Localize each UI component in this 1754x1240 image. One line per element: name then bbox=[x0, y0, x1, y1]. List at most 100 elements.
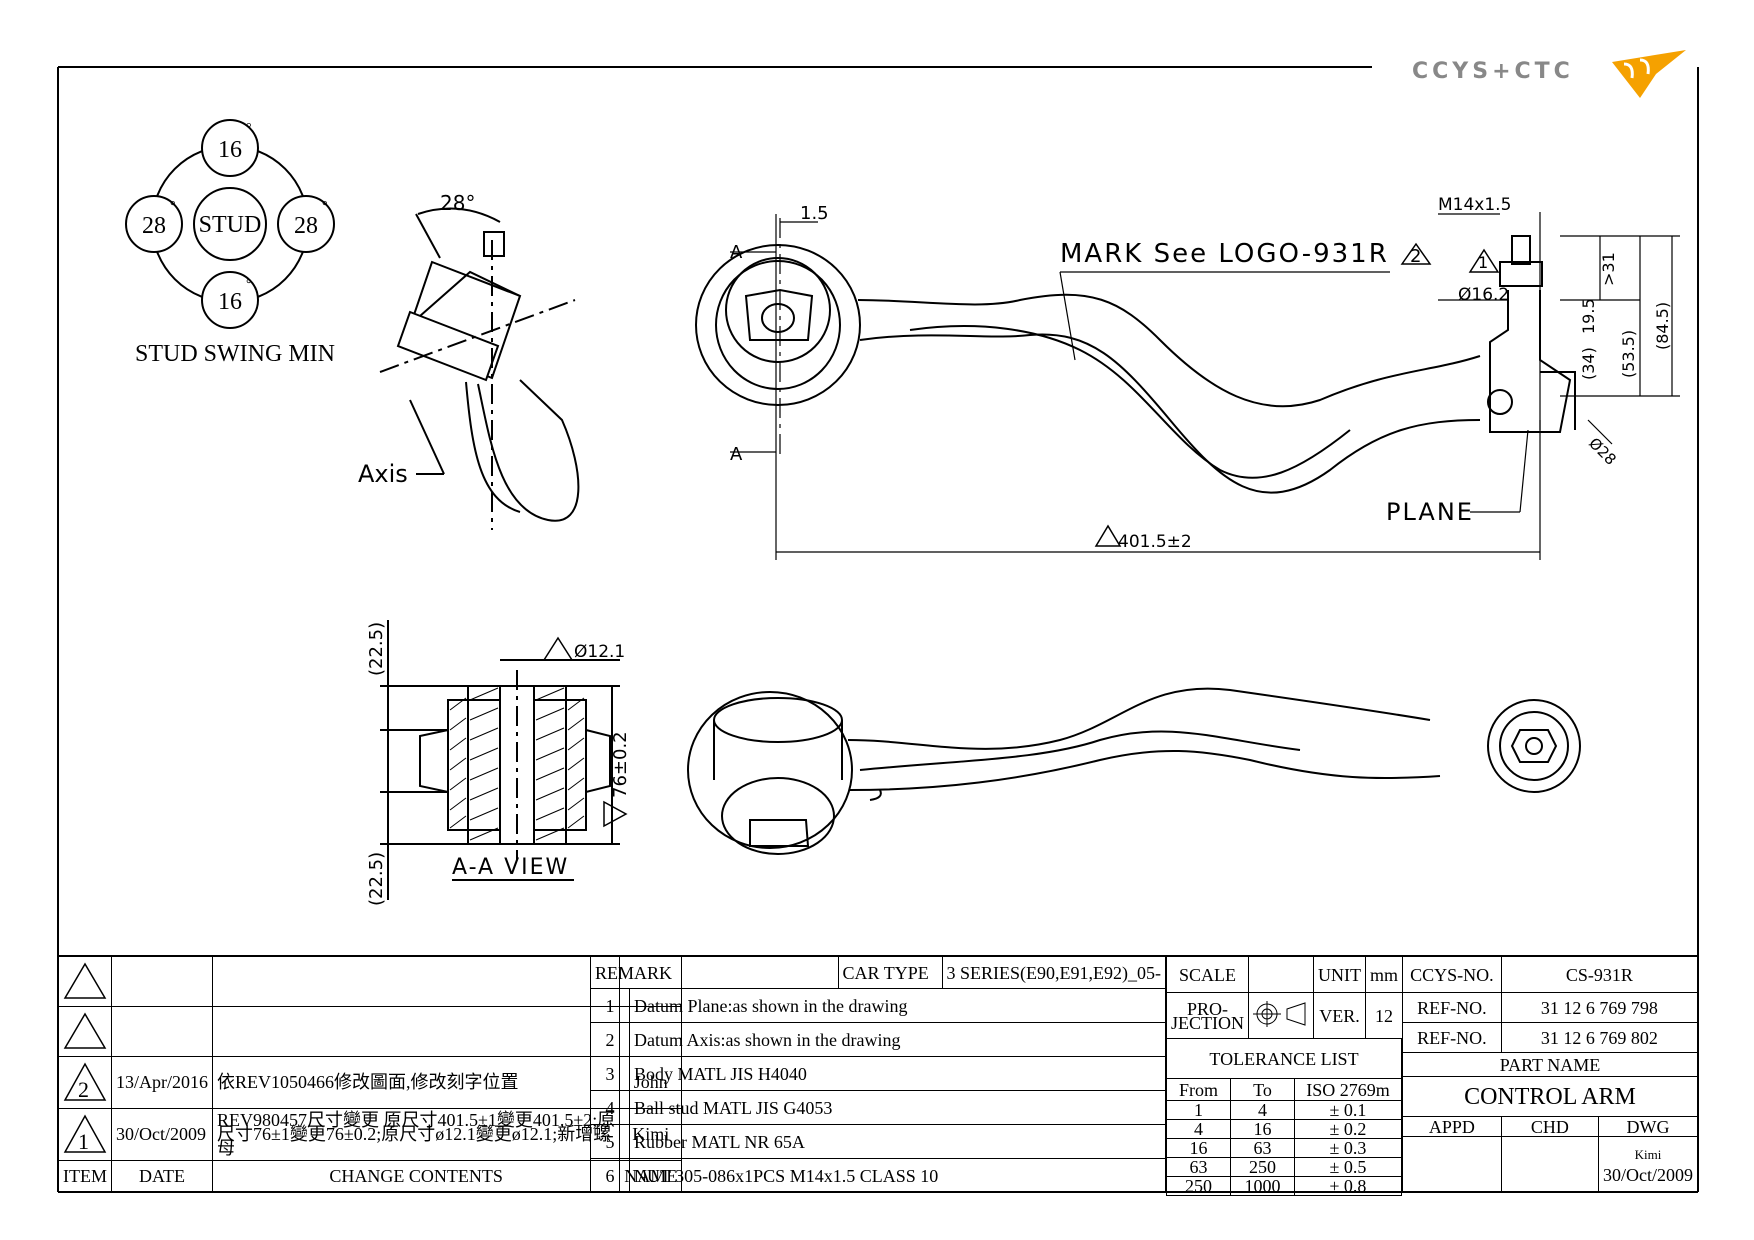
svg-text:28°: 28° bbox=[440, 191, 475, 215]
remark-no: 6 bbox=[590, 1158, 630, 1193]
scale-table: SCALE UNIT mm PRO-JECTION VER. 12 bbox=[1166, 956, 1404, 1039]
table-header-row: REMARK CAR TYPE 3 SERIES(E90,E91,E92)_05… bbox=[590, 956, 1167, 989]
change-date: 13/Apr/2016 bbox=[111, 1055, 213, 1109]
stud-swing-labels: 16 16 28 28 STUD STUD SWING MIN bbox=[135, 137, 335, 367]
identification-table: CCYS-NO.CS-931R REF-NO.31 12 6 769 798 R… bbox=[1402, 956, 1699, 1193]
remark-text: Datum Axis:as shown in the drawing bbox=[629, 1022, 1166, 1057]
rev1-triangle-icon bbox=[1094, 524, 1122, 547]
change-contents-line: 母 bbox=[217, 1138, 235, 1159]
change-history-table: 2 13/Apr/2016 依REV1050466修改圖面,修改刻字位置 Joh… bbox=[58, 956, 683, 1193]
scale-label: SCALE bbox=[1166, 956, 1249, 993]
table-header-row: TOLERANCE LIST bbox=[1166, 1038, 1402, 1079]
svg-text:76±0.2: 76±0.2 bbox=[610, 731, 631, 798]
table-row: REF-NO.31 12 6 769 798 bbox=[1402, 992, 1699, 1023]
tolerance-title: TOLERANCE LIST bbox=[1166, 1038, 1402, 1079]
header-date: DATE bbox=[111, 1159, 213, 1193]
svg-text:Ø16.2: Ø16.2 bbox=[1458, 285, 1509, 305]
scale-value bbox=[1248, 956, 1314, 993]
stud-swing-diagram bbox=[125, 119, 335, 329]
rev1-triangle-icon: 1 bbox=[58, 1107, 112, 1161]
change-contents: 依REV1050466修改圖面,修改刻字位置 bbox=[211, 1055, 621, 1109]
change-date: 30/Oct/2009 bbox=[111, 1107, 213, 1161]
svg-text:A: A bbox=[730, 242, 743, 263]
svg-text:(22.5): (22.5) bbox=[366, 852, 387, 906]
tol-from: 1 bbox=[1166, 1100, 1231, 1120]
ref1-number: 31 12 6 769 798 bbox=[1500, 992, 1699, 1023]
svg-text:1.5: 1.5 bbox=[800, 203, 829, 224]
side-view-labels: 28° Axis bbox=[358, 191, 475, 488]
remark-no: 2 bbox=[590, 1022, 630, 1057]
remark-text: Body MATL JIS H4040 bbox=[629, 1056, 1166, 1091]
rev-triangle-empty-icon bbox=[58, 956, 112, 1007]
table-row: CCYS-NO.CS-931R bbox=[1402, 956, 1699, 993]
change-contents bbox=[211, 1005, 621, 1057]
svg-text:A-A VIEW: A-A VIEW bbox=[452, 855, 569, 880]
tol-value: ± 0.8 bbox=[1294, 1176, 1402, 1196]
title-block: 2 13/Apr/2016 依REV1050466修改圖面,修改刻字位置 Joh… bbox=[58, 956, 1699, 1196]
drawn-date: 30/Oct/2009 bbox=[1603, 1164, 1693, 1185]
tol-value: ± 0.2 bbox=[1294, 1119, 1402, 1139]
svg-text:STUD SWING MIN: STUD SWING MIN bbox=[135, 341, 335, 367]
table-row: PART NAME bbox=[1402, 1052, 1698, 1077]
unit-label: UNIT bbox=[1313, 956, 1366, 993]
tol-from: 4 bbox=[1166, 1119, 1231, 1139]
svg-text:16: 16 bbox=[218, 137, 242, 163]
svg-text:(22.5): (22.5) bbox=[366, 622, 387, 676]
svg-text:A: A bbox=[730, 444, 743, 465]
svg-text:CCYS+CTC: CCYS+CTC bbox=[1412, 59, 1574, 84]
company-logo: CCYS+CTC bbox=[1412, 50, 1686, 98]
table-header-row: From To ISO 2769m bbox=[1166, 1078, 1402, 1101]
appd-label: APPD bbox=[1402, 1116, 1502, 1137]
svg-text:19.5: 19.5 bbox=[1579, 298, 1598, 334]
remark-text: Ball stud MATL JIS G4053 bbox=[629, 1090, 1166, 1125]
tol-to: 4 bbox=[1230, 1100, 1295, 1120]
tol-value: ± 0.1 bbox=[1294, 1100, 1402, 1120]
rev1-triangle-icon bbox=[542, 636, 574, 661]
top-view-dimensions bbox=[730, 212, 1680, 560]
car-type-value: 3 SERIES(E90,E91,E92)_05- bbox=[941, 956, 1167, 989]
table-row: CONTROL ARM bbox=[1402, 1076, 1698, 1117]
aa-section-hatching bbox=[449, 687, 585, 841]
change-contents bbox=[211, 956, 621, 1007]
appd-signature bbox=[1402, 1136, 1502, 1193]
projection-label: PRO-JECTION bbox=[1166, 992, 1249, 1039]
svg-text:(53.5): (53.5) bbox=[1619, 330, 1638, 378]
rev2-triangle-icon bbox=[1400, 242, 1432, 265]
svg-text:°: ° bbox=[170, 199, 176, 214]
side-view-bushing bbox=[379, 207, 580, 530]
svg-text:28: 28 bbox=[142, 213, 166, 239]
tol-from: 16 bbox=[1166, 1138, 1231, 1158]
chd-signature bbox=[1500, 1136, 1600, 1193]
remark-no: 4 bbox=[590, 1090, 630, 1125]
tol-to: 250 bbox=[1230, 1157, 1295, 1177]
svg-text:1: 1 bbox=[1478, 253, 1488, 272]
aa-section-labels: (22.5) (22.5) Ø12.1 76±0.2 A-A VIEW bbox=[366, 622, 631, 906]
svg-text:2: 2 bbox=[1410, 246, 1421, 267]
ccys-label: CCYS-NO. bbox=[1402, 956, 1502, 993]
table-row: PRO-JECTION VER. 12 bbox=[1166, 992, 1404, 1039]
svg-text:°: ° bbox=[246, 121, 252, 136]
change-item: 2 bbox=[78, 1076, 89, 1102]
chd-label: CHD bbox=[1500, 1116, 1600, 1137]
svg-text:Ø28: Ø28 bbox=[1585, 434, 1620, 469]
table-row bbox=[58, 1005, 683, 1057]
tol-to: 16 bbox=[1230, 1119, 1295, 1139]
third-angle-projection-icon bbox=[1248, 992, 1314, 1039]
rev2-triangle-icon: 2 bbox=[58, 1055, 112, 1109]
top-view-labels: 1.5 A A MARK See LOGO-931R 2 M14x1.5 1 Ø… bbox=[730, 195, 1672, 552]
bottom-view-control-arm bbox=[687, 687, 1581, 855]
remark-text: NUT 305-086x1PCS M14x1.5 CLASS 10 bbox=[629, 1158, 1166, 1193]
remark-table: REMARK CAR TYPE 3 SERIES(E90,E91,E92)_05… bbox=[590, 956, 1167, 1193]
